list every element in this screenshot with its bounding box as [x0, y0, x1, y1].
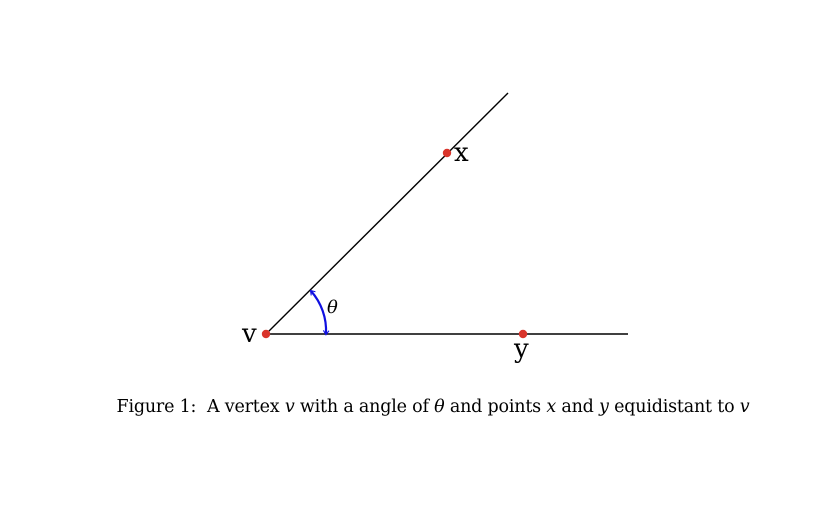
caption-text-5: equidistant to — [614, 397, 735, 417]
point-x-label: x — [454, 138, 469, 168]
point-y — [518, 329, 528, 339]
caption-math-theta: θ — [434, 397, 445, 417]
caption-text-4: and — [561, 397, 594, 417]
caption-text-1: A vertex — [206, 397, 280, 417]
vertex-label: v — [241, 319, 257, 349]
caption-math-x: x — [546, 397, 556, 417]
caption-text-3: and points — [449, 397, 541, 417]
point-y-label: y — [513, 334, 529, 364]
caption-text-2: with a angle of — [299, 397, 429, 417]
angle-label: θ — [327, 297, 338, 318]
figure-caption: Figure 1: A vertex v with a angle of θ a… — [0, 397, 840, 417]
vertex-point — [261, 329, 271, 339]
caption-prefix: Figure 1: — [116, 397, 197, 417]
caption-math-y: y — [599, 397, 609, 417]
caption-math-v2: v — [739, 397, 750, 417]
slanted-ray — [265, 92, 509, 335]
angle-arc — [309, 289, 330, 336]
point-x — [442, 148, 452, 158]
caption-math-v: v — [284, 397, 295, 417]
